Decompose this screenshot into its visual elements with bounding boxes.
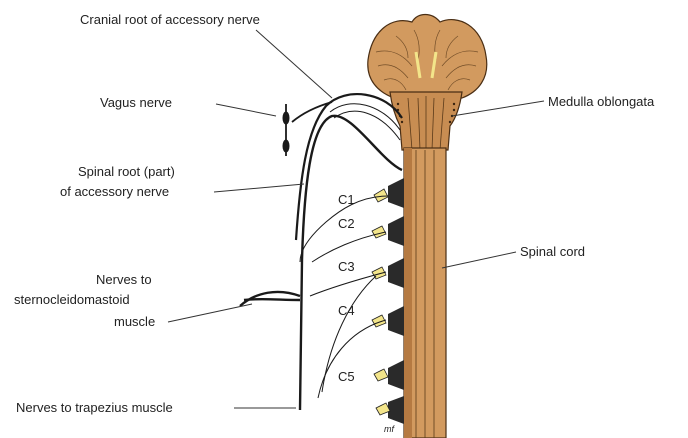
label-cranial-root: Cranial root of accessory nerve	[80, 12, 260, 27]
root-c4	[372, 306, 404, 336]
label-medulla: Medulla oblongata	[548, 94, 655, 109]
leader-lines	[168, 30, 544, 408]
label-level-c1: C1	[338, 192, 355, 207]
artist-signature: mf	[384, 424, 395, 434]
label-level-c2: C2	[338, 216, 355, 231]
root-c2	[372, 216, 404, 246]
root-c5	[374, 360, 404, 390]
label-vagus: Vagus nerve	[100, 95, 172, 110]
spinal-roots	[372, 178, 404, 424]
ganglion-c5	[374, 369, 388, 381]
label-level-c3: C3	[338, 259, 355, 274]
diagram-labels: Cranial root of accessory nerve Vagus ne…	[14, 12, 655, 434]
label-spinal-root-2: of accessory nerve	[60, 184, 169, 199]
label-sterno-1: Nerves to	[96, 272, 152, 287]
root-c3	[372, 258, 404, 288]
root-c1	[374, 178, 404, 208]
label-trapezius: Nerves to trapezius muscle	[16, 400, 173, 415]
label-spinal-cord: Spinal cord	[520, 244, 585, 259]
ganglion-c1	[374, 189, 388, 202]
medulla-oblongata	[368, 15, 487, 151]
root-c6	[376, 396, 404, 424]
vagus-ganglion-upper	[283, 112, 289, 124]
label-level-c5: C5	[338, 369, 355, 384]
label-spinal-root-1: Spinal root (part)	[78, 164, 175, 179]
ganglion-c6	[376, 403, 390, 415]
label-sterno-2: sternocleidomastoid	[14, 292, 130, 307]
label-level-c4: C4	[338, 303, 355, 318]
accessory-nerve	[240, 94, 402, 410]
spinal-cord	[404, 148, 446, 438]
vagus-ganglion-lower	[283, 140, 289, 152]
label-sterno-3: muscle	[114, 314, 155, 329]
brainstem-top	[368, 15, 487, 99]
